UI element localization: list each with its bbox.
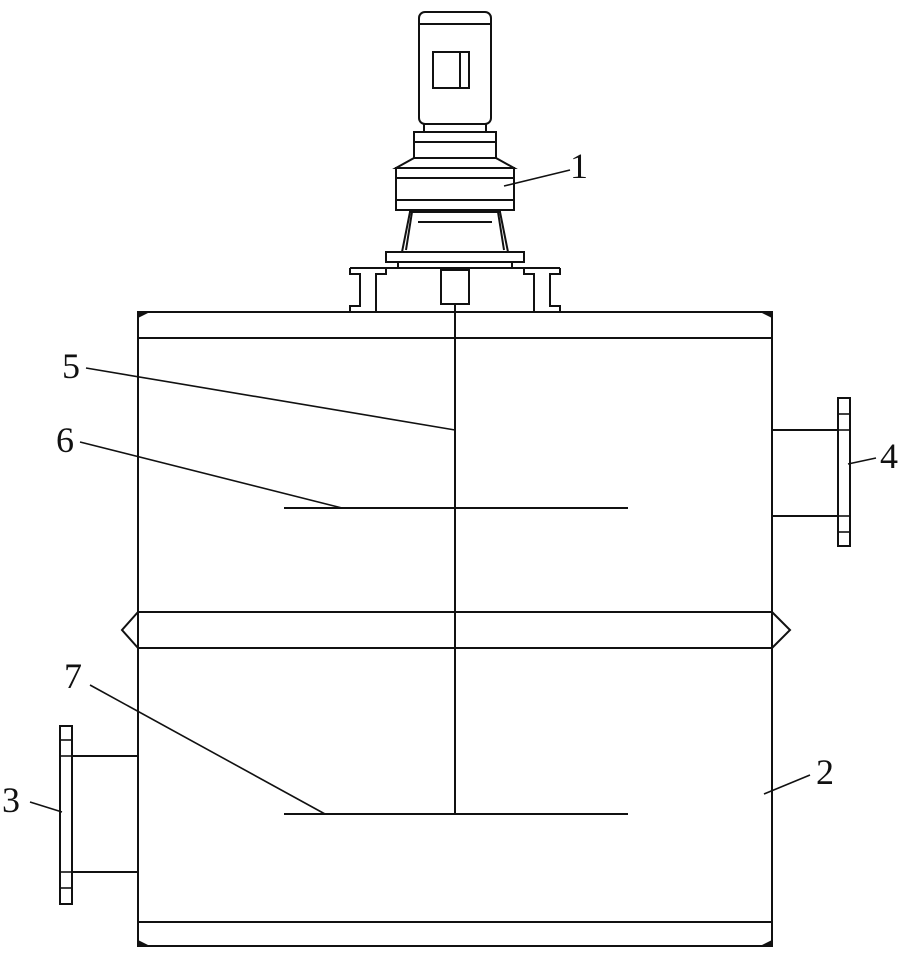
reducer-edge-right [497, 211, 505, 251]
callout-labels: 1 2 3 4 5 6 7 [2, 146, 898, 820]
middle-flange-lug-right [771, 611, 792, 649]
terminal-box [432, 51, 470, 89]
leader-lines [29, 169, 877, 815]
motor-assembly [349, 11, 561, 313]
leader-4 [847, 457, 877, 465]
bottom-corner-left [138, 940, 150, 946]
label-5: 5 [62, 346, 80, 386]
inlet-nozzle [59, 725, 138, 905]
label-1: 1 [570, 146, 588, 186]
channel-right [523, 268, 561, 313]
inlet-flange [59, 725, 73, 905]
motor-neck [423, 124, 487, 133]
leader-2 [763, 774, 811, 795]
lid-corner-left [138, 312, 150, 318]
shaft-coupling [440, 269, 470, 305]
label-2: 2 [816, 752, 834, 792]
leader-7 [89, 684, 326, 815]
leader-1 [503, 169, 571, 187]
label-4: 4 [880, 436, 898, 476]
label-3: 3 [2, 780, 20, 820]
middle-flange-lug-left [120, 611, 139, 649]
tank-bottom [137, 921, 773, 947]
label-7: 7 [64, 656, 82, 696]
lid-corner-right [760, 312, 772, 318]
motor-housing [418, 11, 492, 125]
leader-6 [79, 441, 343, 509]
outlet-flange [837, 397, 851, 547]
leader-3 [29, 801, 63, 813]
channel-left [349, 268, 387, 313]
leader-5 [85, 367, 456, 431]
reducer-lip [409, 210, 501, 213]
label-6: 6 [56, 420, 74, 460]
mount-flange [385, 251, 525, 263]
outlet-nozzle [772, 397, 851, 547]
coupling-upper [413, 131, 497, 159]
bottom-corner-right [760, 940, 772, 946]
gearbox-taper [392, 157, 518, 169]
agitator [284, 304, 628, 815]
gearbox-body [395, 167, 515, 211]
reducer-lower [400, 211, 510, 253]
reducer-edge-left [405, 211, 413, 251]
